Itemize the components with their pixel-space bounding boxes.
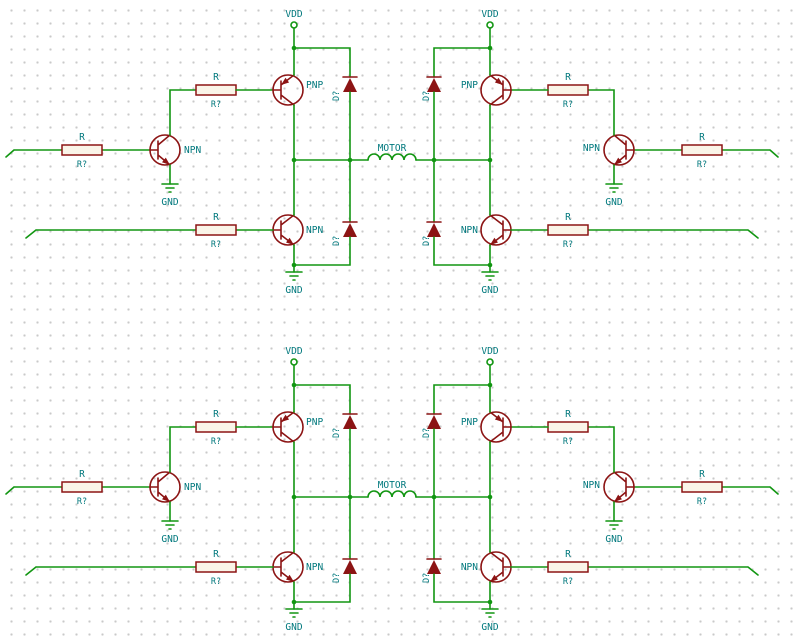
resistor-ref-label: R <box>699 132 705 143</box>
resistor-value-label: R? <box>563 240 573 250</box>
resistor-ref-label: R <box>79 132 85 143</box>
diode-value-label: D? <box>422 236 432 246</box>
resistor-ref-label: R <box>213 212 219 223</box>
gnd-label: GND <box>605 197 622 208</box>
resistor-ref-label: R <box>213 72 219 83</box>
gnd-label: GND <box>285 285 302 296</box>
motor-label: MOTOR <box>378 143 407 154</box>
resistor-value-label: R? <box>697 160 707 170</box>
transistor-type-label: PNP <box>306 80 323 91</box>
transistor-type-label: NPN <box>306 225 323 236</box>
transistor-type-label: NPN <box>461 225 478 236</box>
diode-value-label: D? <box>332 91 342 101</box>
resistor-ref-label: R <box>565 72 571 83</box>
vdd-label: VDD <box>481 9 498 20</box>
transistor-type-label: PNP <box>461 80 478 91</box>
h-bridge-circuit-2 <box>6 346 778 633</box>
transistor-type-label: NPN <box>583 143 600 154</box>
labels-group: VDD VDD GND GND GND GND MOTOR NPN PNP NP… <box>77 9 707 296</box>
transistor-type-label: NPN <box>184 145 201 156</box>
gnd-label: GND <box>161 197 178 208</box>
resistor-ref-label: R <box>565 212 571 223</box>
resistor-value-label: R? <box>211 240 221 250</box>
diode-value-label: D? <box>422 91 432 101</box>
resistor-value-label: R? <box>211 100 221 110</box>
resistor-value-label: R? <box>77 160 87 170</box>
diode-value-label: D? <box>332 236 342 246</box>
resistor-value-label: R? <box>563 100 573 110</box>
vdd-label: VDD <box>285 9 302 20</box>
gnd-label: GND <box>481 285 498 296</box>
motor-coil <box>367 153 417 161</box>
h-bridge-circuit: VDD VDD GND GND GND GND MOTOR NPN PNP NP… <box>5 9 779 296</box>
